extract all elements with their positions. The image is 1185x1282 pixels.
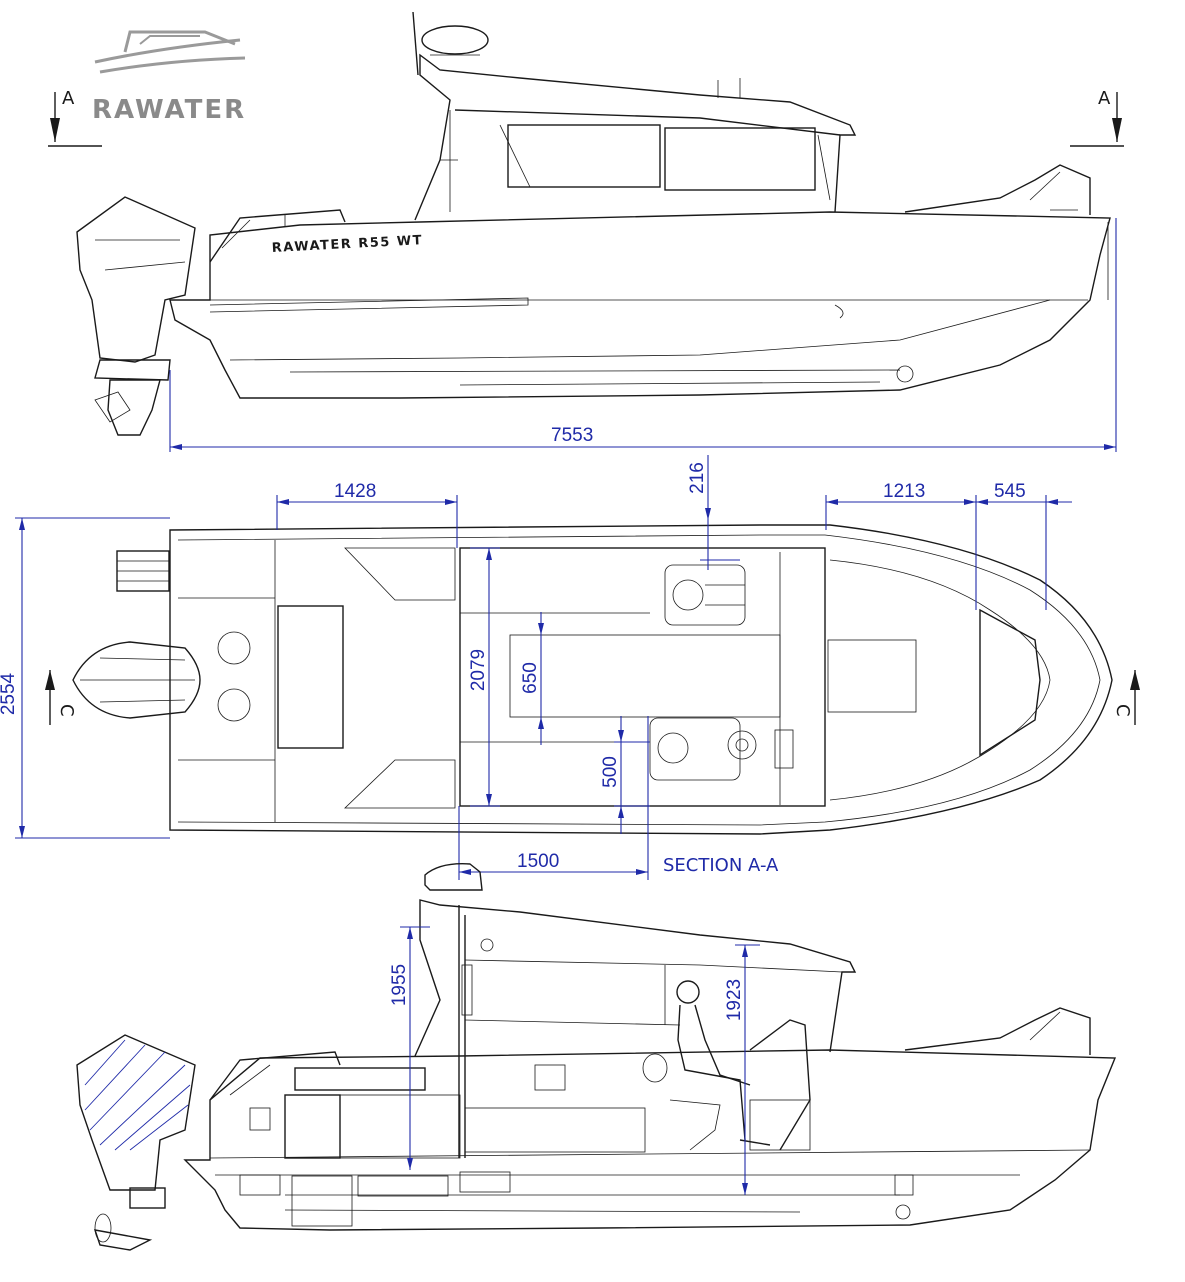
rawater-logo: RAWATER	[92, 30, 246, 125]
section-hull	[183, 1049, 1117, 1231]
dim-cabin-width-label: 2079	[468, 649, 489, 691]
side-cabin	[412, 11, 857, 221]
dim-seat-gap: 500	[600, 716, 650, 834]
plan-seat-bottom	[649, 717, 794, 781]
marker-c-right-label: C	[1112, 704, 1133, 717]
dim-cabin-length-label: 1500	[517, 851, 559, 872]
dim-fore-a-label: 1213	[883, 481, 925, 502]
hull-label: RAWATER R55 WT	[271, 233, 423, 256]
dim-aisle: 650	[520, 612, 544, 745]
section-marker-a-right: A	[1070, 88, 1124, 147]
dim-roof-height-helm-label: 1923	[724, 979, 745, 1021]
dim-roof-height-helm: 1923	[724, 944, 760, 1195]
dim-overall-length-label: 7553	[551, 425, 593, 446]
dim-cabin-width: 2079	[468, 547, 500, 807]
plan-seat-top	[664, 564, 746, 626]
dim-overall-length: 7553	[169, 218, 1117, 452]
marker-a-left-label: A	[62, 88, 75, 109]
marker-a-right-label: A	[1098, 88, 1111, 109]
dim-seat-offset: 216	[687, 455, 740, 570]
dim-beam: 2554	[0, 517, 170, 839]
dim-seat-gap-label: 500	[600, 756, 621, 788]
section-marker-a-left: A	[48, 88, 102, 147]
section-view: 1955 1923	[76, 863, 1117, 1251]
dim-beam-label: 2554	[0, 672, 19, 715]
side-hull	[169, 211, 1111, 399]
marker-c-left-label: C	[56, 704, 77, 717]
section-marker-c-left: C	[45, 670, 77, 725]
dim-fore-b-label: 545	[994, 481, 1026, 502]
plan-hull	[169, 524, 1113, 835]
side-outboard	[76, 196, 196, 436]
plan-outboard	[72, 641, 201, 719]
plan-view: C C	[0, 455, 1140, 880]
side-view: A A RAWATER R55 WT	[48, 11, 1124, 452]
dim-aft-deck: 1428	[276, 481, 458, 548]
dim-roof-height-aft-label: 1955	[389, 964, 410, 1006]
dim-aft-deck-label: 1428	[334, 481, 376, 502]
dim-aisle-label: 650	[520, 662, 541, 694]
dim-cabin-length: 1500	[458, 716, 649, 880]
section-marker-c-right: C	[1112, 670, 1140, 725]
section-label: SECTION A-A	[663, 855, 779, 876]
dim-fore: 1213 545	[825, 481, 1072, 610]
section-seated-person	[642, 980, 771, 1151]
logo-text: RAWATER	[92, 95, 246, 125]
dim-roof-height-aft: 1955	[389, 926, 430, 1170]
dim-seat-offset-label: 216	[687, 462, 708, 494]
section-outboard	[76, 1034, 196, 1251]
